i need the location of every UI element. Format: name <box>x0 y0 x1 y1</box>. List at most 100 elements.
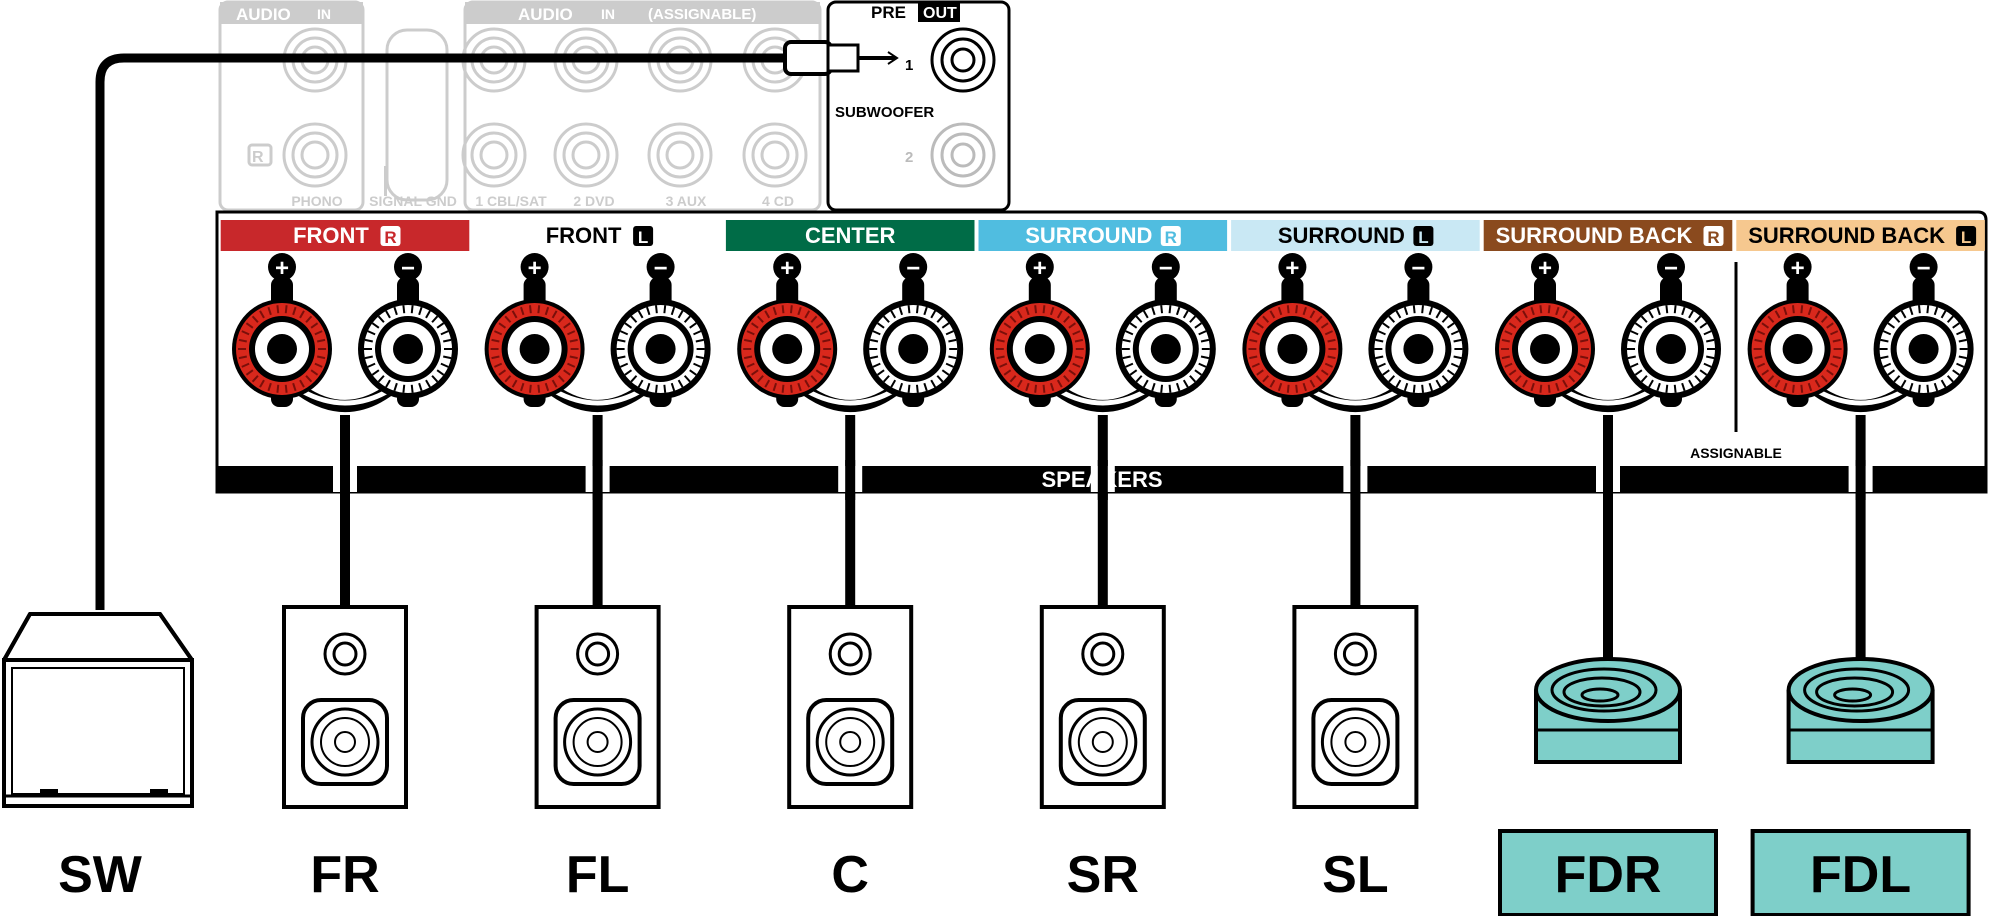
speaker-cables <box>333 415 1873 662</box>
plus-terminal <box>232 299 332 399</box>
speaker-label: FL <box>566 846 630 904</box>
plus-symbol: + <box>1538 255 1552 282</box>
preout-port-1-label: 1 <box>905 57 913 74</box>
input-jack-label: 3 AUX <box>666 193 707 209</box>
minus-marker <box>1151 253 1180 281</box>
minus-symbol: − <box>1664 255 1678 282</box>
minus-symbol: − <box>1411 255 1425 282</box>
speaker-label: C <box>831 846 869 904</box>
plus-marker <box>1783 253 1812 281</box>
minus-marker <box>646 253 675 281</box>
channel-label: FRONT <box>546 223 622 248</box>
floor-speaker <box>787 605 914 809</box>
rca-jack <box>647 122 713 188</box>
plus-marker <box>268 253 296 281</box>
input-jack-label: 1 CBL/SAT <box>475 193 547 209</box>
speaker-label: SL <box>1322 846 1388 904</box>
plus-terminal <box>484 299 585 399</box>
terminal-pair: +− <box>737 253 964 412</box>
plus-marker <box>773 253 802 281</box>
plus-symbol: + <box>780 255 794 282</box>
terminal-pair: +− <box>1495 253 1721 412</box>
subwoofer-cable <box>95 40 899 610</box>
minus-terminal <box>1873 299 1974 399</box>
speaker-icons <box>2 605 1935 809</box>
minus-marker <box>1909 253 1938 281</box>
channel-header: FRONT L <box>473 220 722 251</box>
channel-header: CENTER <box>725 220 975 251</box>
minus-terminal <box>1368 299 1469 399</box>
minus-marker <box>1404 253 1433 281</box>
channel-label: FRONT <box>293 223 369 248</box>
minus-marker <box>394 253 422 281</box>
plus-marker <box>1531 253 1559 281</box>
speaker-label: SW <box>58 846 143 904</box>
input-jack-label: 2 DVD <box>573 193 614 209</box>
preout-port-2-label: 2 <box>905 149 913 166</box>
minus-terminal <box>1115 299 1216 399</box>
input-jack-label: SIGNAL GND <box>369 193 457 209</box>
plus-symbol: + <box>1033 255 1047 282</box>
channel-label: SURROUND <box>1278 223 1405 248</box>
preout-jacks <box>930 27 996 188</box>
minus-terminal <box>610 299 711 399</box>
input-jack-label: 4 CD <box>762 193 794 209</box>
plus-marker <box>520 253 549 281</box>
terminal-pair: +− <box>1747 253 1974 412</box>
pre-out-title: PRE <box>871 3 906 22</box>
minus-symbol: − <box>1159 255 1173 282</box>
plus-terminal <box>989 299 1090 399</box>
minus-terminal <box>358 299 458 399</box>
minus-terminal <box>863 299 964 399</box>
input-jack-label: PHONO <box>291 193 342 209</box>
audio-in-1-label: AUDIO <box>236 5 291 24</box>
plus-marker <box>1025 253 1054 281</box>
terminal-pair: +− <box>232 253 458 412</box>
channel-label: CENTER <box>805 223 896 248</box>
speaker-label: FDL <box>1810 846 1911 904</box>
plus-terminal <box>1242 299 1343 399</box>
floor-speaker <box>282 605 408 809</box>
plus-symbol: + <box>1791 255 1805 282</box>
channel-side-mark: L <box>1418 228 1428 247</box>
audio-in-2-badge: IN <box>601 6 615 22</box>
speaker-label-box <box>1750 829 1971 916</box>
pre-out-badge: OUT <box>923 5 957 22</box>
preout-jack <box>930 27 996 93</box>
rca-jack <box>461 122 527 188</box>
channel-header: SURROUND L <box>1231 220 1480 251</box>
channel-side-mark: L <box>638 228 648 247</box>
audio-in-1-badge: IN <box>317 6 331 22</box>
speaker-terminals: +−+−+−+−+−+−+− <box>232 253 1974 412</box>
terminal-pair: +− <box>1242 253 1469 412</box>
channel-label: SURROUND BACK <box>1748 223 1945 248</box>
floor-speaker <box>534 605 661 809</box>
minus-symbol: − <box>654 255 668 282</box>
speaker-label: FR <box>310 846 379 904</box>
rca-jack <box>742 122 808 188</box>
speaker-label: SR <box>1067 846 1139 904</box>
channel-header: FRONT R <box>220 220 470 251</box>
minus-symbol: − <box>401 255 415 282</box>
audio-in-2-note: (ASSIGNABLE) <box>648 6 756 23</box>
plus-terminal <box>737 299 838 399</box>
minus-marker <box>1657 253 1685 281</box>
terminal-pair: +− <box>484 253 711 412</box>
rca-plug <box>783 40 833 76</box>
speaker-terminal-panel: SPEAKERS ASSIGNABLE FRONTRFRONTLCENTERSU… <box>215 210 1988 494</box>
plus-terminal <box>1495 299 1595 399</box>
channel-label: SURROUND BACK <box>1496 223 1693 248</box>
channel-side-mark: L <box>1961 228 1971 247</box>
subwoofer-label: SUBWOOFER <box>835 104 934 121</box>
pre-out-panel: PRE OUT SUBWOOFER 1 2 <box>826 0 1011 212</box>
subwoofer-speaker <box>2 612 194 808</box>
channel-side-mark: R <box>1165 228 1177 247</box>
speaker-label-box <box>1498 829 1718 916</box>
channel-side-mark: R <box>384 228 396 247</box>
